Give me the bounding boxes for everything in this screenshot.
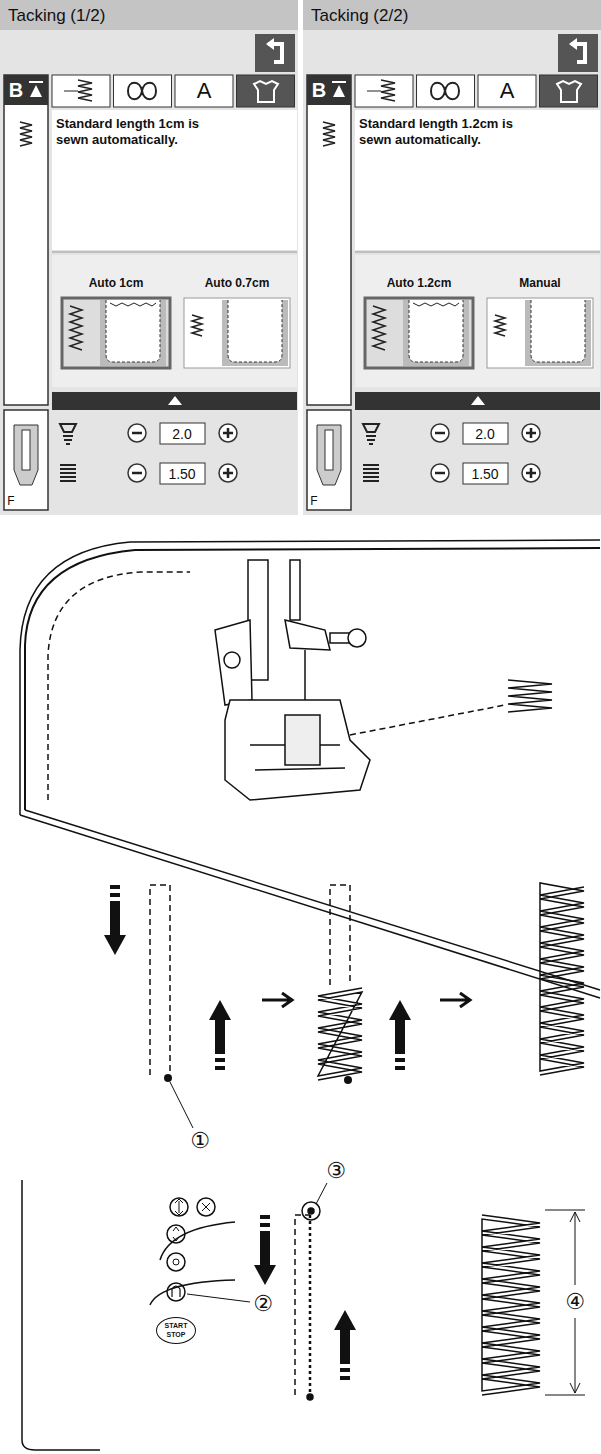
setting-value: 2.0: [172, 427, 191, 441]
callout-number: ①: [190, 1130, 210, 1152]
message-box: Standard length 1cm is sewn automaticall…: [56, 116, 216, 176]
option-button: Manual: [483, 276, 597, 372]
node-text: Auto 1.2cm: [361, 276, 477, 291]
node-text: Standard length 1.2cm is sewn automatica…: [359, 116, 527, 149]
node-text: Standard length 1cm is sewn automaticall…: [56, 116, 216, 149]
foot-letter: F: [7, 495, 14, 507]
callout-number: ④: [565, 1291, 585, 1313]
callout-number: ②: [253, 1293, 273, 1315]
screen-graphic: [0, 0, 298, 515]
zigzag-stitch: [482, 1215, 540, 1395]
option-button: Auto 1cm: [58, 276, 174, 372]
control-panel: [22, 1180, 585, 1450]
tab-letter: A: [197, 80, 212, 102]
start-stop-button: START STOP: [156, 1317, 196, 1344]
zigzag-stitch: [540, 883, 584, 1075]
node-text: START STOP: [159, 1322, 193, 1340]
fabric-illustration: [20, 540, 600, 998]
foot-letter: F: [310, 495, 317, 507]
message-box: Standard length 1.2cm is sewn automatica…: [359, 116, 527, 176]
mode-letter: B: [9, 80, 23, 100]
zigzag-stitch: [508, 680, 552, 712]
zigzag-stitch: [318, 988, 362, 1080]
setting-value: 2.0: [475, 427, 494, 441]
node-text: Tacking (2/2): [311, 5, 593, 26]
node-text: Auto 0.7cm: [180, 276, 294, 291]
setting-value: 1.50: [168, 467, 195, 481]
node-text: Manual: [483, 276, 597, 291]
stitch-sequence: [104, 883, 584, 1128]
screen-graphic: [303, 0, 601, 515]
screen-panel: Tacking (1/2) Standard length 1cm is sewn…: [0, 0, 298, 515]
mode-letter: B: [312, 80, 326, 100]
presser-foot: [215, 560, 370, 800]
callout-number: ③: [326, 1160, 346, 1182]
node-text: Tacking (1/2): [8, 5, 290, 26]
tab-letter: A: [500, 80, 515, 102]
node-text: Auto 1cm: [58, 276, 174, 291]
option-button: Auto 1.2cm: [361, 276, 477, 372]
setting-value: 1.50: [471, 467, 498, 481]
option-button: Auto 0.7cm: [180, 276, 294, 372]
screen-panel: Tacking (2/2) Standard length 1.2cm is se…: [303, 0, 601, 515]
